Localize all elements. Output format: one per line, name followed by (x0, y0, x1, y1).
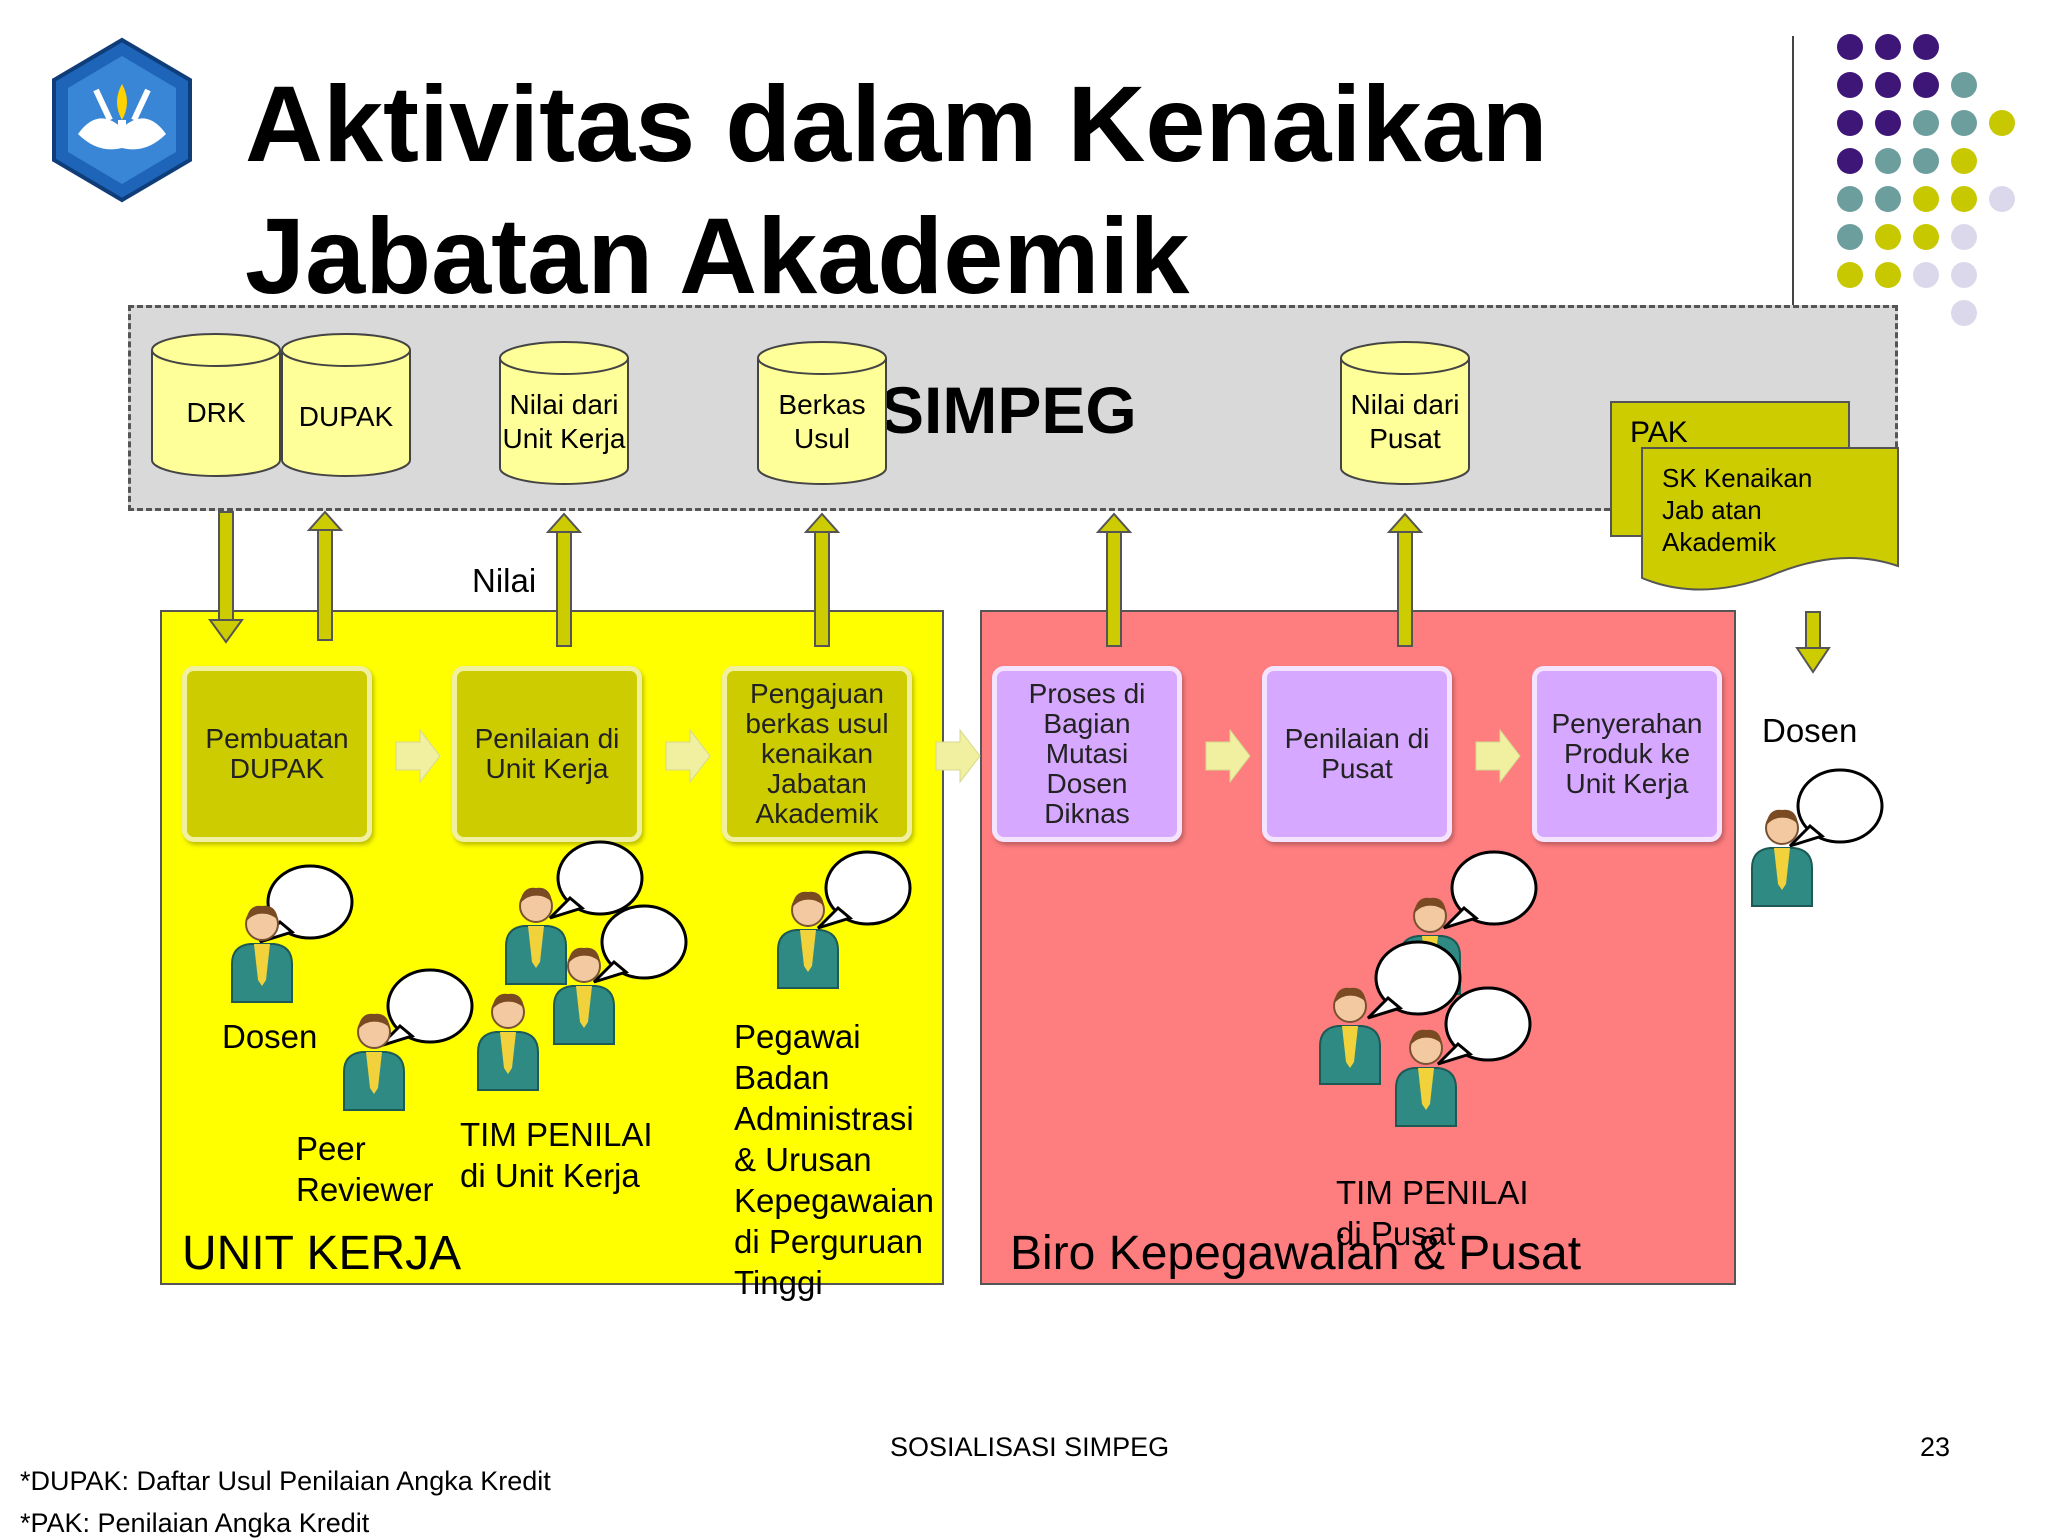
person-tim-1-icon (505, 886, 567, 985)
person-tim-3-icon (477, 992, 539, 1091)
divider-line (1792, 36, 1794, 308)
page-number: 23 (1920, 1432, 1951, 1462)
chevron-1 (395, 728, 441, 784)
ministry-logo (52, 37, 192, 203)
biro-kepegawaian-label: Biro Kepegawaian & Pusat (1010, 1227, 1582, 1280)
title-line-2: Jabatan Akademik (245, 195, 1190, 316)
sk-document-shape (1641, 447, 1899, 591)
speech-bubble-dosen-right (1788, 768, 1884, 848)
nilai-arrow-label: Nilai (472, 562, 537, 599)
footnote-pak: *PAK: Penilaian Angka Kredit (20, 1508, 370, 1538)
chevron-5 (1475, 728, 1521, 784)
simpeg-label: SIMPEG (880, 373, 1137, 447)
chevron-4 (1205, 728, 1251, 784)
database-cylinders (151, 333, 1470, 485)
step-penyerahan-produk: Penyerahan Produk ke Unit Kerja (1532, 666, 1722, 842)
actor-dosen-label: Dosen (222, 1018, 318, 1055)
unit-kerja-label: UNIT KERJA (182, 1227, 462, 1280)
db-drk-shape (151, 333, 281, 477)
db-dupak-shape (281, 333, 411, 477)
simpeg-system-box (128, 305, 1898, 511)
step-pembuatan-dupak: Pembuatan DUPAK (182, 666, 372, 842)
footnote-dupak: *DUPAK: Daftar Usul Penilaian Angka Kred… (20, 1466, 551, 1496)
db-dupak-label: DUPAK (298, 401, 394, 432)
actor-tim-penilai-pusat-label: TIM PENILAI di Pusat (1336, 1174, 1529, 1252)
title-line-1: Aktivitas dalam Kenaikan (245, 63, 1548, 184)
arrow-nilai-pusat-up (1386, 512, 1424, 647)
db-nilai-unit-shape (499, 341, 629, 485)
actor-pegawai-label: Pegawai Badan Administrasi & Urusan Kepe… (734, 1018, 934, 1301)
step-chevrons (395, 728, 1521, 784)
step-pengajuan-berkas: Pengajuan berkas usul kenaikan Jabatan A… (722, 666, 912, 842)
footer-title: SOSIALISASI SIMPEG (890, 1432, 1170, 1462)
speech-bubble-tim-2 (592, 904, 688, 984)
arrow-berkas-up (803, 512, 841, 647)
db-berkas-shape (757, 341, 887, 485)
sk-kenaikan-label: SK Kenaikan Jab atan Akademik (1662, 463, 1813, 557)
actor-peer-reviewer-label: Peer Reviewer (296, 1130, 434, 1208)
db-nilai-pusat-shape (1340, 341, 1470, 485)
speech-bubble-peer (378, 968, 474, 1048)
arrow-nilai-up (545, 512, 583, 647)
person-pusat-3-icon (1395, 1028, 1457, 1127)
db-berkas-label: Berkas Usul (778, 389, 866, 454)
speech-bubble-pusat-1 (1442, 850, 1538, 930)
dosen-right-label: Dosen (1762, 712, 1858, 749)
step-proses-mutasi: Proses di Bagian Mutasi Dosen Diknas (992, 666, 1182, 842)
speech-bubble-pegawai (816, 850, 912, 930)
arrow-sk-down (1795, 611, 1831, 674)
chevron-3 (935, 728, 981, 784)
db-nilai-pusat-label: Nilai dari Pusat (1350, 389, 1460, 454)
chevron-2 (665, 728, 711, 784)
person-pusat-2-icon (1319, 986, 1381, 1085)
step-penilaian-pusat: Penilaian di Pusat (1262, 666, 1452, 842)
pak-label: PAK (1630, 416, 1688, 449)
speech-bubble-tim-1 (548, 840, 644, 920)
db-drk-label: DRK (186, 397, 246, 428)
actor-tim-penilai-unit-label: TIM PENILAI di Unit Kerja (460, 1116, 653, 1194)
step-penilaian-unit-kerja: Penilaian di Unit Kerja (452, 666, 642, 842)
db-nilai-unit-label: Nilai dari Unit Kerja (502, 389, 626, 454)
speech-bubble-pusat-2 (1366, 940, 1462, 1020)
arrow-drk-down (208, 511, 244, 644)
arrow-proses-up (1095, 512, 1133, 647)
flow-arrows (208, 510, 1831, 674)
page-title: Aktivitas dalam Kenaikan Jabatan Akademi… (245, 58, 1548, 322)
person-pegawai-icon (777, 890, 839, 989)
arrow-dupak-up (306, 510, 344, 641)
